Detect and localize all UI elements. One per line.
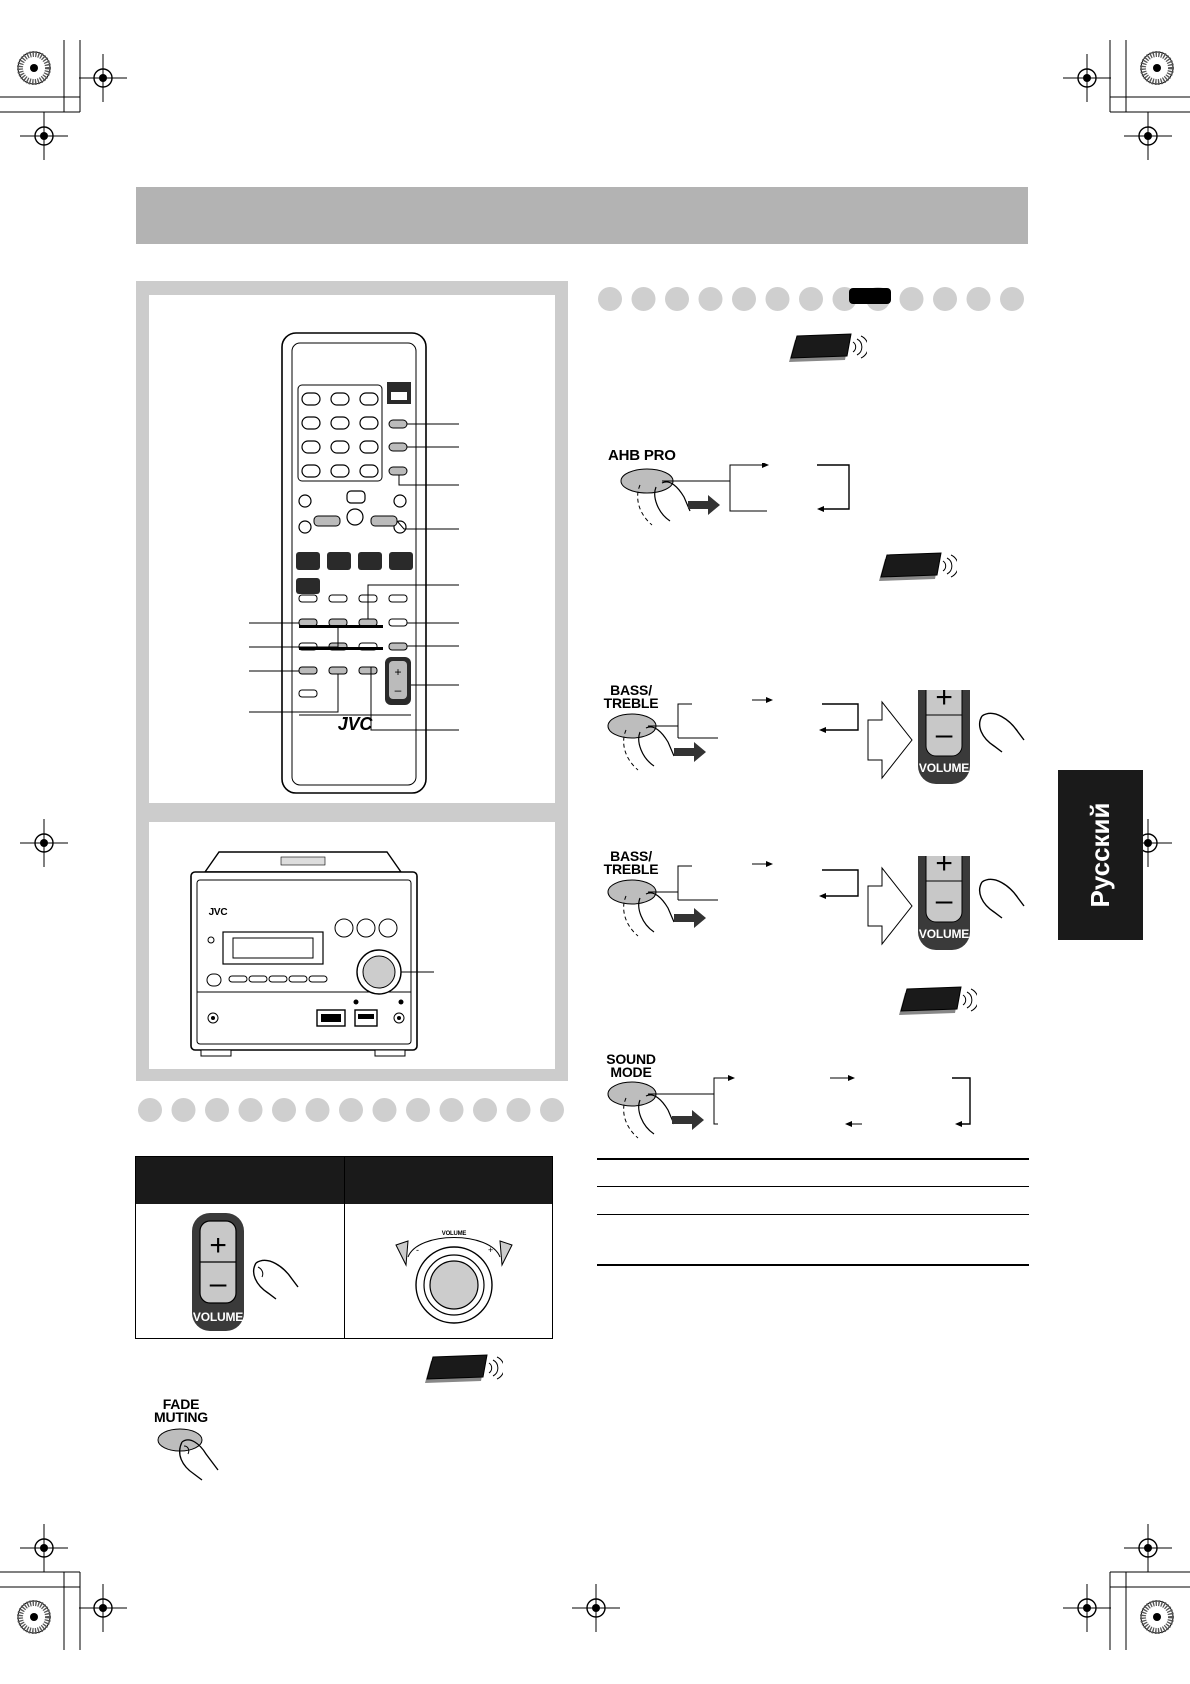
remote-signal-icon [899, 986, 977, 1015]
volume-plus-symbol: + [935, 681, 953, 714]
volume-minus-symbol: – [209, 1267, 227, 1300]
volume-control-table: + – VOLUME - + VOLUME [135, 1156, 553, 1339]
sound-mode-diagram [607, 1075, 971, 1139]
table-header-unit [345, 1157, 552, 1204]
ahb-pro-diagram [620, 463, 850, 526]
bass-treble-diagram [607, 690, 1025, 784]
remote-signal-icon [879, 552, 957, 581]
language-tab: Русский [1058, 770, 1143, 940]
main-unit-drawing [190, 851, 434, 1057]
volume-minus-symbol: – [935, 884, 953, 917]
bass-treble-diagram [607, 856, 1025, 950]
section-dot-row-left [138, 1098, 564, 1122]
table-header-remote [136, 1157, 344, 1204]
remote-signal-icon [789, 333, 867, 362]
unit-brand-logo: JVC [208, 907, 228, 918]
svg-text:+: + [394, 665, 401, 679]
svg-text:–: – [395, 683, 402, 697]
table-cell-volume-key: + – VOLUME [192, 1213, 302, 1331]
table-rule [597, 1186, 1029, 1187]
volume-key-label: VOLUME [192, 1310, 244, 1324]
table-divider [344, 1157, 345, 1338]
table-rule [597, 1214, 1029, 1215]
main-unit-panel: JVC [149, 822, 555, 1069]
table-rule-bottom [597, 1264, 1029, 1266]
volume-key-label: VOLUME [918, 927, 970, 941]
remote-control-panel: + – JVC [149, 295, 555, 803]
header-bar [136, 187, 1028, 244]
ahb-pro-button-label: AHB PRO [608, 447, 676, 464]
table-rule-top [597, 1158, 1029, 1160]
remote-signal-icon [425, 1354, 503, 1383]
table-cell-volume-knob: - + VOLUME [394, 1213, 514, 1331]
volume-key-label: VOLUME [918, 761, 970, 775]
knob-volume-label: VOLUME [441, 1231, 467, 1237]
remote-control-drawing: + – [249, 332, 459, 794]
section-dot-row-right [598, 287, 1024, 311]
bass-treble-button-label: BASS/ TREBLE [603, 848, 659, 877]
sound-mode-button-label: SOUND MODE [606, 1051, 656, 1080]
svg-text:+: + [488, 1245, 493, 1255]
volume-minus-symbol: – [935, 718, 953, 751]
language-tab-label: Русский [1085, 802, 1115, 908]
volume-plus-symbol: + [209, 1229, 227, 1262]
svg-text:-: - [416, 1245, 419, 1255]
remote-brand-logo: JVC [337, 714, 373, 734]
fade-muting-button-drawing [157, 1428, 219, 1481]
fade-muting-button-label: FADE MUTING [153, 1396, 208, 1425]
volume-plus-symbol: + [935, 847, 953, 880]
bass-treble-button-label: BASS/ TREBLE [603, 682, 659, 711]
